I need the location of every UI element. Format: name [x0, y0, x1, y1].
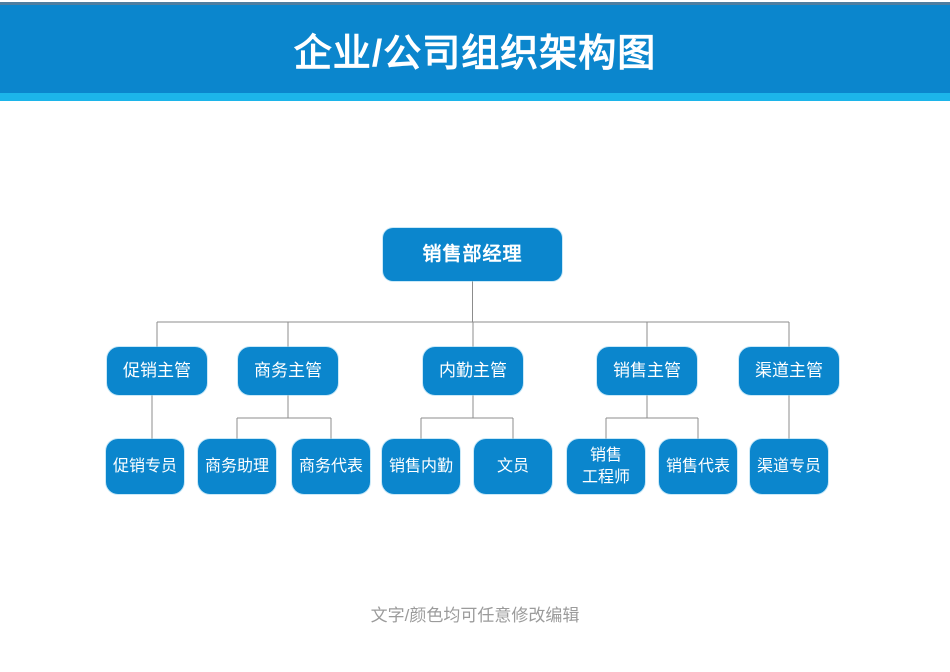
footer-note: 文字/颜色均可任意修改编辑 — [370, 606, 580, 625]
org-node-staff-business-representative: 商务代表 — [292, 439, 370, 494]
org-node-staff-business-assistant: 商务助理 — [198, 439, 276, 494]
org-node-supervisor-office: 内勤主管 — [423, 347, 523, 395]
org-node-staff-channel-specialist: 渠道专员 — [750, 439, 828, 494]
org-node-supervisor-promotion: 促销主管 — [107, 347, 207, 395]
org-node-supervisor-channel: 渠道主管 — [739, 347, 839, 395]
org-node-staff-sales-engineer: 销售 工程师 — [567, 439, 645, 494]
org-node-staff-clerk: 文员 — [474, 439, 552, 494]
connector-branch-3 — [420, 395, 514, 439]
org-node-supervisor-business: 商务主管 — [238, 347, 338, 395]
org-node-root: 销售部经理 — [383, 228, 562, 281]
connector-root-to-supervisors — [156, 281, 790, 347]
org-node-staff-promotion-specialist: 促销专员 — [106, 439, 184, 494]
banner-accent-strip — [0, 93, 950, 101]
org-node-supervisor-sales: 销售主管 — [597, 347, 697, 395]
banner-top-line — [0, 2, 950, 5]
org-node-staff-sales-office: 销售内勤 — [382, 439, 460, 494]
page-title: 企业/公司组织架构图 — [293, 32, 657, 75]
org-node-staff-sales-representative: 销售代表 — [659, 439, 737, 494]
connector-branch-4 — [605, 395, 699, 439]
connector-branch-2 — [236, 395, 332, 439]
title-banner: 企业/公司组织架构图 — [0, 0, 950, 101]
banner-background: 企业/公司组织架构图 — [0, 5, 950, 93]
